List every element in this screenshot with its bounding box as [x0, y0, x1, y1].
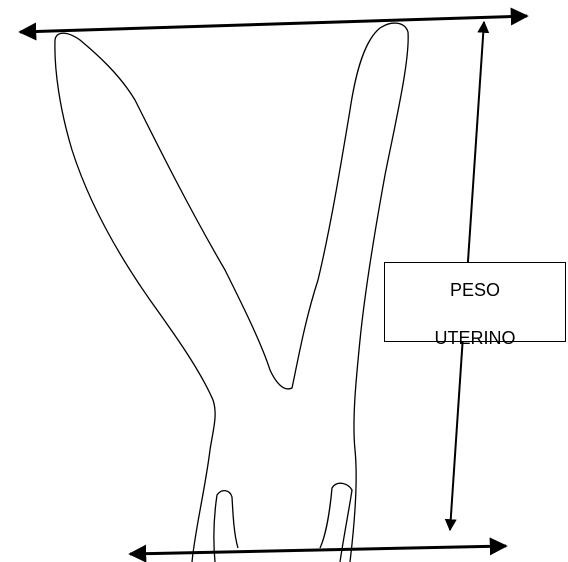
peso-uterino-label-box: PESO UTERINO: [384, 262, 566, 342]
label-line-1: PESO: [450, 280, 500, 300]
peso-uterino-label: PESO UTERINO: [435, 254, 516, 350]
uterus-outline: [55, 23, 408, 562]
label-line-2: UTERINO: [435, 328, 516, 348]
uterus-outline-left: [55, 40, 215, 562]
bottom-width-arrow: [130, 546, 506, 554]
top-width-arrow: [20, 16, 527, 32]
